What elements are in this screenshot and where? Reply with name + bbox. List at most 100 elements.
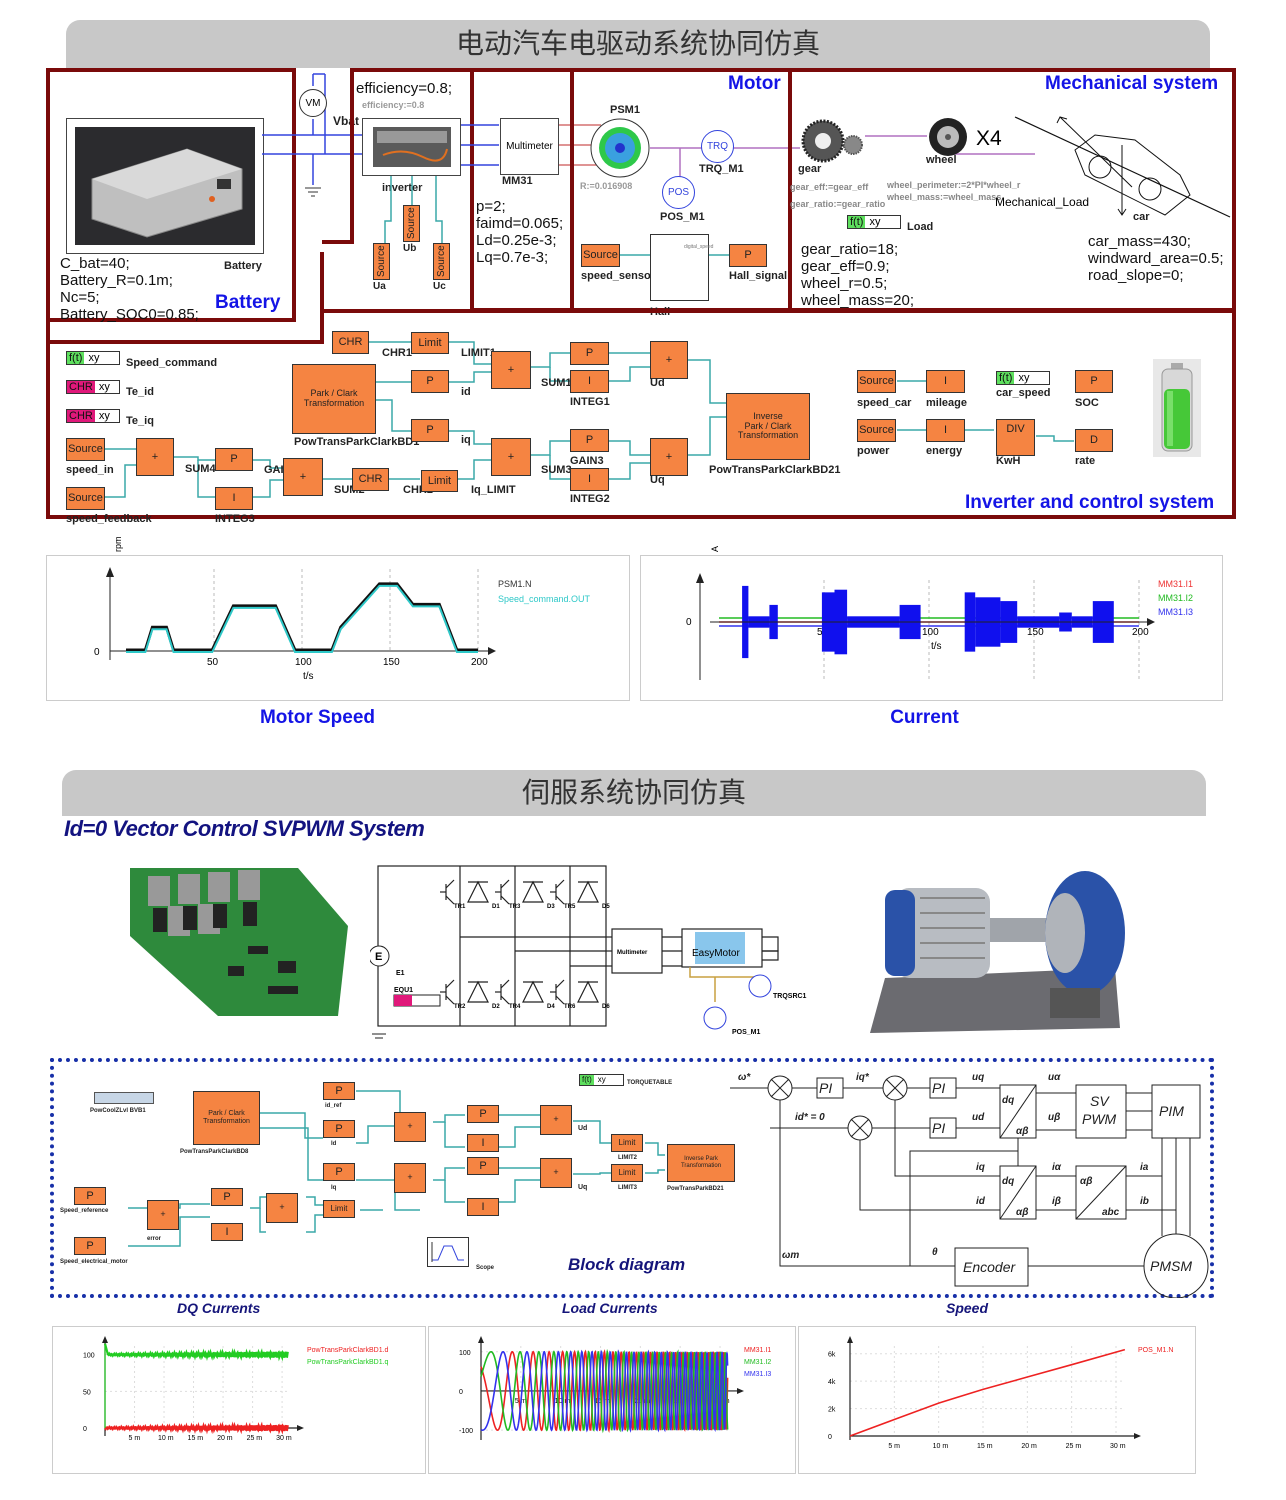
gain-block[interactable]: P <box>215 448 253 471</box>
speed-reference-block[interactable]: P <box>74 1187 106 1205</box>
hall-block[interactable] <box>650 234 709 301</box>
source-ua-label: Ua <box>373 281 386 292</box>
car-speed-xy: xy <box>1018 372 1030 384</box>
chr1-label: CHR1 <box>382 347 412 359</box>
speed-p-block[interactable]: P <box>211 1188 243 1206</box>
d-gain-block[interactable]: P <box>467 1105 499 1123</box>
id-label-2: Id <box>331 1141 337 1147</box>
rate-block[interactable]: D <box>1075 429 1113 452</box>
speed-command-table[interactable]: f(t)xy <box>66 351 120 365</box>
mileage-block[interactable]: I <box>926 370 965 393</box>
scope-block[interactable] <box>427 1237 469 1267</box>
chr2-block[interactable]: CHR <box>352 468 389 491</box>
uq-sum-block[interactable]: + <box>540 1158 572 1188</box>
integ1-block[interactable]: I <box>570 370 609 393</box>
limit1-block[interactable]: Limit <box>411 332 449 354</box>
speed-electrical-block[interactable]: P <box>74 1237 106 1255</box>
section1-title: 电动汽车电驱动系统协同仿真 <box>455 27 820 60</box>
trq-sensor[interactable]: TRQ <box>701 130 734 163</box>
te-id-label: Te_id <box>126 386 154 398</box>
battery-section-label: Battery <box>215 292 281 313</box>
integ3-block[interactable]: I <box>215 487 253 510</box>
car-params: car_mass=430; windward_area=0.5; road_sl… <box>1088 233 1224 284</box>
iq-p-block[interactable]: P <box>411 419 449 442</box>
limit3-block[interactable]: Limit <box>611 1164 643 1182</box>
speed-sum-block[interactable]: + <box>266 1193 298 1223</box>
x-axis-label: t/s <box>931 641 942 652</box>
x-tick-label: 20 m <box>1021 1443 1037 1450</box>
battery-params: C_bat=40; Battery_R=0.1m; Nc=5; Battery_… <box>60 255 199 323</box>
energy-text: I <box>943 424 948 437</box>
ud-block[interactable]: + <box>650 341 688 379</box>
iq-limit-block[interactable]: Limit <box>421 470 458 492</box>
chr1-block[interactable]: CHR <box>332 331 369 354</box>
gain1-block[interactable]: P <box>570 342 609 365</box>
te-iq-xy: xy <box>98 410 110 422</box>
diode-label: D5 <box>602 904 610 910</box>
pos-sensor[interactable]: POS <box>662 176 695 209</box>
dq-currents-box <box>52 1326 426 1474</box>
power-source[interactable]: Source <box>857 419 896 442</box>
iq-sum-block[interactable]: + <box>394 1163 426 1193</box>
integ2-block[interactable]: I <box>570 468 609 491</box>
battery-pack-image <box>75 127 255 245</box>
pwm-config-block[interactable] <box>94 1092 154 1104</box>
torque-table[interactable]: f(t)xy <box>579 1074 624 1086</box>
y-tick-label: 0 <box>686 617 692 628</box>
servo-park-block[interactable]: Park / Clark Transformation <box>193 1091 260 1145</box>
uq-sum-text: + <box>553 1167 559 1178</box>
inverse-park-block[interactable]: Inverse Park / Clark Transformation <box>726 393 810 460</box>
speed-car-source[interactable]: Source <box>857 370 896 393</box>
id-p-block[interactable]: P <box>411 370 449 393</box>
iq-limit-label: Iq_LIMIT <box>471 484 516 496</box>
uq-block[interactable]: + <box>650 438 688 476</box>
limit2-block[interactable]: Limit <box>611 1134 643 1152</box>
gear-icon[interactable] <box>797 117 867 165</box>
series-0 <box>104 1421 289 1435</box>
inverter-block[interactable] <box>362 118 461 176</box>
speed-source-text: Source <box>583 249 618 262</box>
speed-in-source[interactable]: Source <box>66 438 105 461</box>
iq-p-block-2[interactable]: P <box>323 1163 355 1181</box>
sum3-block[interactable]: + <box>491 438 531 476</box>
hall-signal-label: Hall_signal <box>729 270 788 282</box>
kwh-div-block[interactable]: DIV <box>996 419 1035 456</box>
car-speed-table[interactable]: f(t)xy <box>996 371 1050 385</box>
sum2-block[interactable]: + <box>283 458 323 496</box>
load-ft: f(t) <box>848 216 866 228</box>
current-chart-box <box>640 555 1223 701</box>
id-ref-p-block[interactable]: P <box>323 1082 355 1100</box>
d-integ-block[interactable]: I <box>467 1134 499 1152</box>
id-p-block-2[interactable]: P <box>323 1120 355 1138</box>
soc-block[interactable]: P <box>1075 370 1113 393</box>
load-table[interactable]: f(t)xy <box>847 215 901 229</box>
sum1-block[interactable]: + <box>491 351 531 389</box>
park-clark-block[interactable]: Park / Clark Transformation <box>292 364 376 434</box>
sum4-block[interactable]: + <box>136 438 174 476</box>
ud-sum-block[interactable]: + <box>540 1105 572 1135</box>
battery-frame <box>46 68 296 322</box>
wheel-icon[interactable] <box>926 116 970 158</box>
trq-text: TRQ <box>706 141 729 152</box>
q-integ-block[interactable]: I <box>467 1198 499 1216</box>
energy-block[interactable]: I <box>926 419 965 442</box>
kwh-div-text: DIV <box>1006 423 1025 435</box>
y-tick-label: 4k <box>828 1379 836 1386</box>
id-sum-block[interactable]: + <box>394 1112 426 1142</box>
speed-feedback-source[interactable]: Source <box>66 487 105 510</box>
q-gain-block[interactable]: P <box>467 1157 499 1175</box>
hall-p-block[interactable]: P <box>729 244 767 267</box>
servo-limit-block[interactable]: Limit <box>323 1200 355 1218</box>
ud-label: ud <box>972 1112 985 1123</box>
hall-port-label: digital_speed <box>684 244 714 250</box>
error-sum-block[interactable]: + <box>147 1200 179 1230</box>
speed-source-block[interactable]: Source <box>581 244 620 267</box>
ud-label: Ud <box>650 377 665 389</box>
servo-inverse-park-block[interactable]: Inverse Park Transformation <box>667 1144 735 1182</box>
gain3-block[interactable]: P <box>570 429 609 452</box>
multimeter-block[interactable]: Multimeter <box>500 118 559 175</box>
speed-i-block[interactable]: I <box>211 1223 243 1241</box>
psm-motor-icon[interactable] <box>589 117 651 179</box>
